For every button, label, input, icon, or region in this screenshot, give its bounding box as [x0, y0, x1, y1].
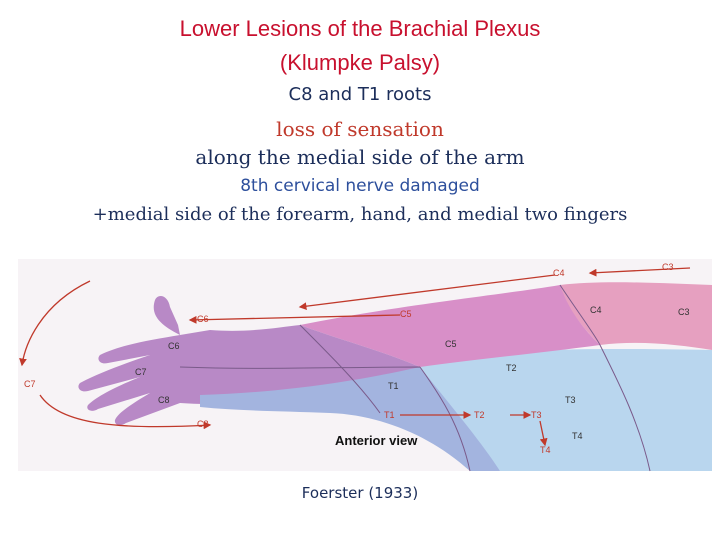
- label-c3-side: C3: [678, 307, 690, 317]
- label-t1-bottom: T1: [384, 410, 395, 420]
- label-c8-bottom: C8: [197, 419, 209, 429]
- dermatome-boundary-lines: [179, 284, 651, 472]
- anterior-view-caption: Anterior view: [335, 433, 418, 448]
- label-c4-top: C4: [553, 268, 565, 278]
- dermatome-arm-diagram: C3 C4 C5 C6 C4 C3 C5 C6 C7 C7 C8 C8 T1 T…: [18, 259, 712, 472]
- label-c7-left: C7: [24, 379, 36, 389]
- dermatome-c5-region: [300, 285, 600, 367]
- label-c8: C8: [158, 395, 170, 405]
- loss-of-sensation-text: loss of sensation: [276, 117, 444, 141]
- title-line-2: (Klumpke Palsy): [279, 50, 441, 75]
- dermatome-t2-t4-region: [420, 348, 712, 471]
- hand-shape: [78, 295, 180, 426]
- label-t1: T1: [388, 381, 399, 391]
- label-c7: C7: [135, 367, 147, 377]
- label-c3-top: C3: [662, 262, 674, 272]
- label-t4: T4: [572, 431, 583, 441]
- label-c5-top: C5: [400, 309, 412, 319]
- label-t3-bottom: T3: [531, 410, 542, 420]
- dermatome-arrows: [19, 267, 691, 447]
- c8-damaged-text: 8th cervical nerve damaged: [240, 176, 480, 196]
- medial-forearm-text: +medial side of the forearm, hand, and m…: [92, 204, 628, 225]
- medial-arm-text: along the medial side of the arm: [195, 145, 525, 169]
- label-c5: C5: [445, 339, 457, 349]
- label-t2-bottom: T2: [474, 410, 485, 420]
- label-c6: C6: [168, 341, 180, 351]
- label-t3: T3: [565, 395, 576, 405]
- label-c4-side: C4: [590, 305, 602, 315]
- label-c6-top: C6: [197, 314, 209, 324]
- label-t4-bottom: T4: [540, 445, 551, 455]
- dermatome-c3-c4-region: [560, 282, 712, 350]
- dermatome-t1-region: [200, 367, 500, 471]
- source-credit: Foerster (1933): [301, 484, 419, 502]
- roots-subtitle: C8 and T1 roots: [288, 84, 432, 105]
- label-t2: T2: [506, 363, 517, 373]
- title-line-1: Lower Lesions of the Brachial Plexus: [179, 16, 541, 41]
